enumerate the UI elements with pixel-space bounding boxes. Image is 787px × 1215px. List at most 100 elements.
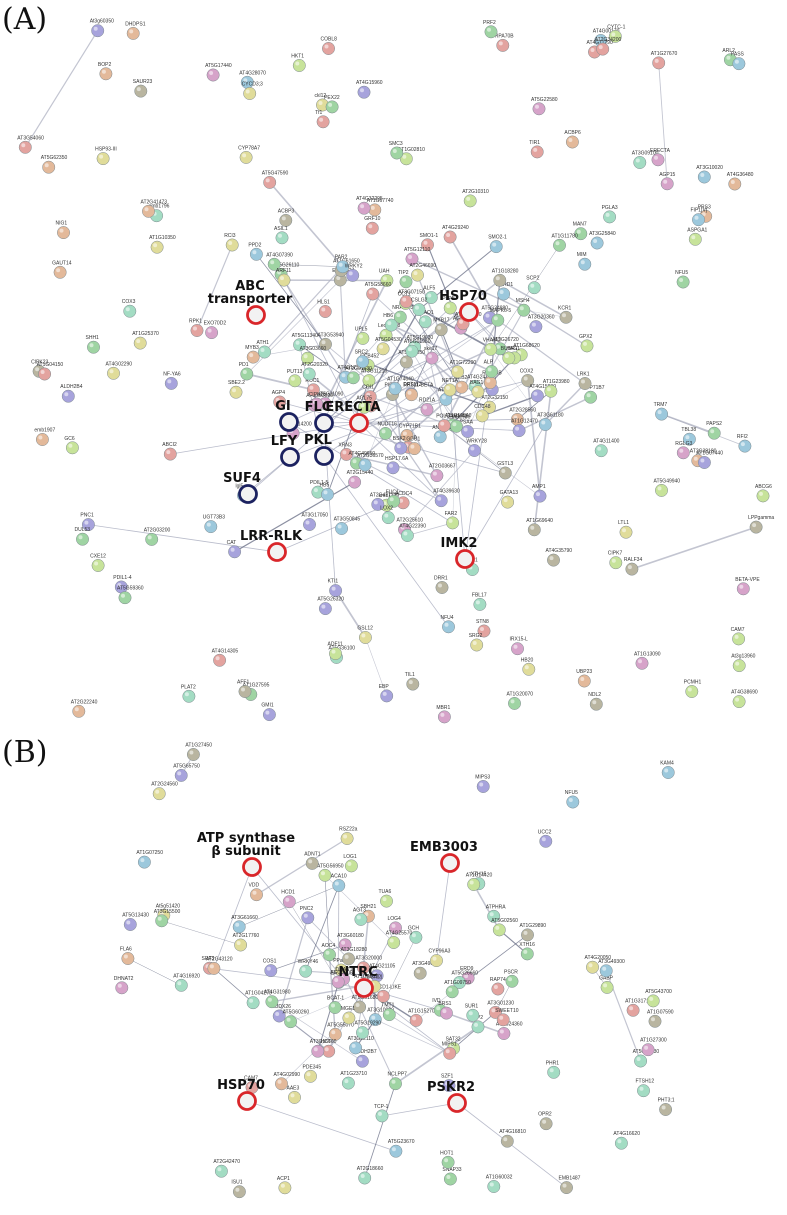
network-node[interactable]: FTSH12	[636, 1079, 655, 1098]
network-node[interactable]: AOC4	[322, 943, 336, 962]
network-node[interactable]: PLAT2	[181, 684, 196, 703]
network-node[interactable]: AT4G16810	[499, 1129, 526, 1148]
network-node[interactable]: LTL1	[618, 520, 633, 539]
network-node[interactable]: SRG2	[469, 633, 484, 652]
network-node[interactable]: ACD1-LIKE	[375, 984, 402, 1003]
network-node[interactable]: MIPS3	[475, 775, 490, 793]
network-node[interactable]: AT4G00170	[593, 29, 620, 47]
network-node[interactable]: HSP93-III	[95, 147, 117, 166]
network-node[interactable]: AMP1	[532, 484, 547, 503]
network-node[interactable]: AT5G65750	[173, 763, 200, 782]
network-node[interactable]: ALDH2B4	[60, 384, 83, 403]
network-node[interactable]: SRC2	[355, 350, 370, 369]
network-node[interactable]: SMC3	[389, 141, 404, 160]
network-node[interactable]: AT1G15270	[408, 1008, 435, 1027]
network-node[interactable]: CDC48	[474, 404, 491, 423]
network-node[interactable]: PNC1	[80, 513, 95, 532]
network-node[interactable]: ACP1	[277, 1176, 292, 1195]
network-node[interactable]: PAR2	[335, 255, 350, 274]
network-node[interactable]: AT3G09100	[632, 151, 659, 169]
network-node[interactable]: PGLA3	[602, 205, 618, 224]
network-node[interactable]: SMO2-1	[488, 235, 507, 254]
network-node[interactable]: EMB1487	[559, 1176, 581, 1195]
network-node[interactable]: EXO70D2	[204, 321, 227, 340]
network-node[interactable]: RD21A	[419, 398, 436, 416]
network-node[interactable]: AT4G35790	[546, 548, 573, 567]
network-node[interactable]: AAE3	[287, 1085, 301, 1104]
network-node[interactable]: RPK1	[189, 319, 204, 337]
network-node[interactable]: AT1G72290	[450, 360, 477, 379]
network-node[interactable]: UAH	[379, 269, 394, 287]
network-node[interactable]: AT1G74640	[387, 377, 414, 395]
network-node[interactable]: GPX2	[579, 334, 594, 353]
network-node[interactable]: AT1G60032	[486, 1175, 513, 1193]
network-node[interactable]: HB20	[521, 657, 536, 676]
network-node[interactable]: VHA-A2	[483, 337, 501, 356]
network-node[interactable]: AT1G20070	[507, 691, 534, 710]
network-node[interactable]: COS1	[263, 959, 278, 978]
network-node[interactable]: AT2G15440	[347, 470, 374, 489]
network-node[interactable]: PSCR	[504, 969, 519, 988]
network-node[interactable]: SBE2.2	[228, 380, 245, 399]
network-node[interactable]: WRKY28	[466, 439, 487, 457]
network-node[interactable]: SMO1-1	[420, 233, 439, 252]
network-node[interactable]: RALF34	[624, 557, 643, 576]
network-node[interactable]: AT1G14420	[466, 873, 493, 891]
network-node[interactable]: AT3G54060	[17, 135, 44, 154]
network-node[interactable]: AT1G02810	[398, 147, 425, 166]
network-node[interactable]: AT1G04270	[245, 991, 272, 1010]
network-node[interactable]: AT3G11210	[361, 369, 387, 388]
network-node[interactable]: AT5G13430	[122, 913, 149, 931]
network-node[interactable]: CIPK7	[608, 551, 623, 570]
network-node[interactable]: KAM4	[660, 761, 675, 779]
network-node[interactable]: AT3G18280	[341, 947, 368, 966]
network-node[interactable]: TMT1	[381, 1003, 396, 1022]
network-node[interactable]: AGP15	[659, 172, 676, 191]
network-node[interactable]: FIP1[V]	[691, 208, 708, 227]
network-node[interactable]: AT2G28560	[509, 407, 536, 426]
network-node[interactable]: AT1G31710	[625, 998, 652, 1017]
network-node[interactable]: LPPgamma	[748, 515, 774, 534]
network-node[interactable]: AT2G46690	[410, 263, 437, 282]
network-node[interactable]: PAPS2	[706, 421, 722, 440]
network-node[interactable]: AT3G52110	[348, 1036, 374, 1055]
network-node[interactable]: HCD1	[281, 890, 296, 909]
network-node[interactable]: CYP78A7	[238, 145, 260, 164]
network-node[interactable]: NFU5	[565, 790, 580, 809]
network-node[interactable]: MAN7	[573, 222, 588, 241]
network-node[interactable]: AT5G55070	[327, 1022, 354, 1041]
network-node[interactable]: CAM7	[731, 627, 746, 646]
network-node[interactable]: Tf1	[315, 110, 330, 129]
network-node[interactable]: RGLG3	[675, 441, 692, 460]
network-node[interactable]: PDIL1-5	[310, 480, 329, 499]
network-node[interactable]: AT5G56950	[317, 863, 344, 882]
network-node[interactable]: AT5G58660	[365, 282, 392, 301]
network-node[interactable]: AT1G69640	[526, 518, 553, 537]
network-node[interactable]: EMB2786	[448, 414, 471, 433]
network-node[interactable]: AT5G49940	[654, 478, 681, 497]
network-node[interactable]: AT5G62350	[41, 155, 68, 174]
network-node[interactable]: AT4G29240	[442, 225, 469, 244]
network-node[interactable]: WRKY46	[298, 959, 319, 978]
network-node[interactable]: AT4G22390	[399, 524, 426, 542]
network-node[interactable]: AT5G23670	[388, 1139, 415, 1158]
network-node[interactable]: AT2G36570	[357, 453, 384, 472]
network-node[interactable]: ckl12	[315, 93, 329, 112]
network-node[interactable]: AT4G14305	[212, 648, 239, 667]
network-node[interactable]: UPL5	[355, 326, 370, 345]
network-node[interactable]: SCP2	[526, 276, 541, 295]
network-node[interactable]: BOP2	[98, 62, 113, 81]
network-node[interactable]: AT4G15930	[529, 384, 556, 403]
network-node[interactable]: AT3G07150	[398, 290, 425, 309]
network-node[interactable]: GC6	[64, 436, 79, 455]
network-node[interactable]: AT5G60260	[283, 1010, 310, 1029]
network-node[interactable]: COI1	[362, 385, 377, 404]
network-node[interactable]: GAUT14	[52, 260, 72, 279]
network-node[interactable]: EBP	[379, 684, 394, 703]
network-node[interactable]: AT2G01630	[345, 366, 372, 385]
network-node[interactable]: CYP96A3	[429, 949, 451, 968]
highlight-node-hsp70b[interactable]: HSP70	[217, 1078, 265, 1111]
network-node[interactable]: AT2G41473	[141, 199, 168, 218]
network-node[interactable]: CAM7	[244, 1075, 259, 1094]
